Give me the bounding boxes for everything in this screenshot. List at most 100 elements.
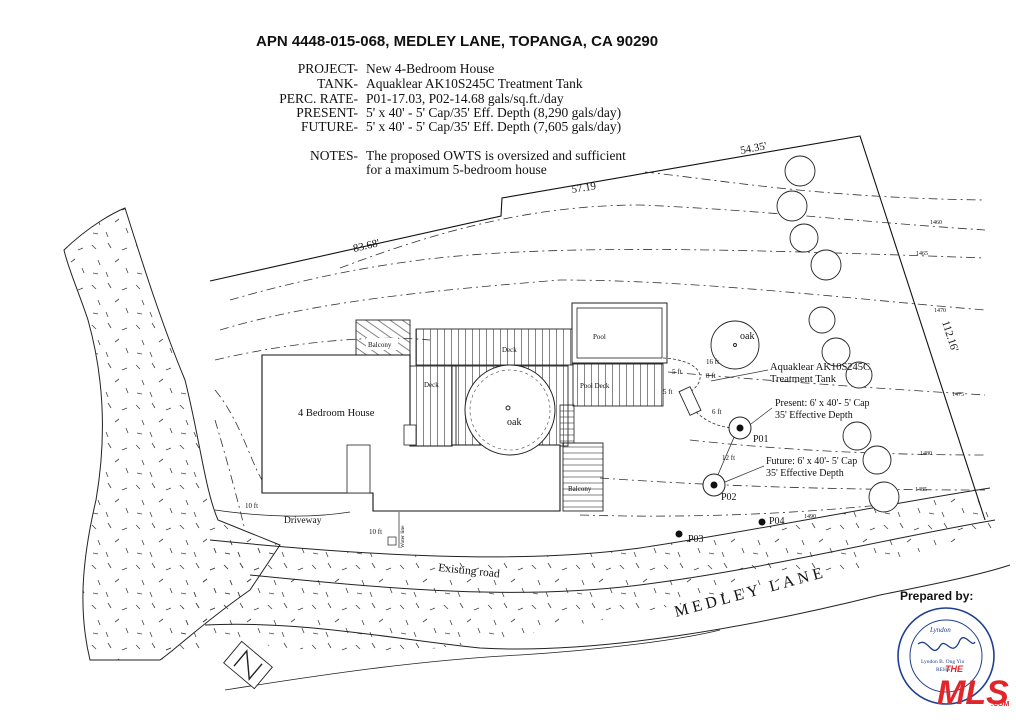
oak-tree-center — [464, 364, 556, 456]
boundary-label-top-right: 54.35' — [739, 140, 768, 157]
contour-label: 1480 — [920, 451, 932, 457]
pool-outer — [571, 302, 668, 364]
spec-label: PROJECT- — [297, 61, 358, 76]
stamp-title: REHS — [936, 667, 950, 673]
contour-line — [229, 249, 986, 301]
spec-value: Aquaklear AK10S245C Treatment Tank — [366, 76, 583, 91]
boundary-label-top-mid: 57.19 — [571, 180, 598, 196]
contour-label: 1490 — [804, 514, 816, 520]
dim-10ft-a: 10 ft — [245, 502, 258, 510]
seepage-pit-present-dot — [736, 424, 744, 432]
contour-line — [667, 371, 986, 396]
driveway-edge — [214, 509, 351, 517]
page-title: APN 4448-015-068, MEDLEY LANE, TOPANGA, … — [256, 33, 659, 50]
spec-value: P01-17.03, P02-14.68 gals/sq.ft./day — [366, 91, 564, 106]
mls-logo: THE MLS .COM — [937, 664, 1009, 712]
road-hatch-area — [160, 488, 995, 660]
spec-label: PRESENT- — [296, 105, 358, 120]
point-label-p02: P02 — [721, 492, 737, 503]
deck-top-label: Deck — [502, 346, 517, 354]
spec-future: FUTURE-5' x 40' - 5' Cap/35' Eff. Depth … — [250, 119, 621, 135]
oak-right-label: oak — [740, 331, 754, 342]
perc-point-p03 — [675, 530, 683, 538]
deck-left-label: Deck — [424, 381, 439, 389]
pipe-line — [662, 357, 701, 393]
seepage-pit-future-dot — [710, 481, 718, 489]
mls-logo-the: THE — [945, 664, 964, 674]
tree — [821, 337, 851, 367]
boundary-label-right: 112.16' — [939, 319, 960, 353]
tree — [808, 306, 836, 334]
house-label: 4 Bedroom House — [298, 408, 375, 419]
spec-present: PRESENT- 5' x 40' - 5' Cap/35' Eff. Depth… — [250, 105, 621, 121]
engineer-stamp: Lyndon Lyndon B. Ong Yiu REHS — [897, 607, 995, 705]
dim-8ft: 8 ft — [706, 372, 716, 380]
spec-value: New 4-Bedroom House — [366, 61, 495, 76]
leader-line — [750, 407, 773, 425]
dim-10ft-b: 10 ft — [369, 528, 382, 536]
point-label-p03: P03 — [688, 534, 704, 545]
tree — [842, 421, 872, 451]
pool-deck — [572, 363, 664, 407]
tank-label-line2: Treatment Tank — [770, 374, 837, 385]
point-label-p01: P01 — [753, 434, 769, 445]
contour-line — [219, 279, 986, 331]
treatment-tank — [678, 386, 702, 416]
future-pit-label-line2: 35' Effective Depth — [766, 468, 844, 479]
contour-line — [339, 204, 986, 269]
pool-deck-label: Pool Deck — [580, 382, 610, 390]
contour-line — [689, 439, 986, 456]
balcony-bottom — [562, 442, 604, 512]
tree — [845, 361, 873, 389]
tree-center — [505, 405, 511, 411]
tree — [868, 481, 900, 513]
spec-label: FUTURE- — [301, 119, 358, 134]
dim-5ft-b: 5 ft — [663, 388, 673, 396]
spec-perc-rate: PERC. RATE- P01-17.03, P02-14.68 gals/sq.… — [250, 91, 564, 107]
present-pit-label-line1: Present: 6' x 40'- 5' Cap — [775, 398, 870, 409]
road-edge-lower — [224, 629, 721, 691]
oak-center-label: oak — [507, 417, 521, 428]
spec-project: PROJECT- New 4-Bedroom House — [250, 61, 495, 77]
north-arrow — [223, 640, 273, 690]
future-pit-label-line1: Future: 6' x 40'- 5' Cap — [766, 456, 857, 467]
contour-label: 1460 — [930, 220, 942, 226]
road-edge-mid — [249, 519, 996, 593]
contour-line — [214, 389, 263, 481]
pool-label: Pool — [593, 333, 606, 341]
prepared-by-label: Prepared by: — [900, 589, 974, 603]
house-outline — [261, 354, 561, 512]
notes-label: NOTES- — [310, 148, 358, 163]
deck-left — [409, 365, 457, 447]
contour-line — [579, 504, 881, 517]
leader-line — [710, 369, 769, 382]
boundary-label-top-left: 83.68' — [352, 237, 381, 255]
balcony-top-label: Balcony — [368, 341, 392, 349]
chimney — [403, 424, 417, 446]
tree — [776, 190, 808, 222]
dim-12ft: 12 ft — [722, 454, 735, 462]
contour-label: 1485 — [915, 487, 927, 493]
stamp-signature: Lyndon — [929, 626, 951, 634]
point-label-p04: P04 — [769, 516, 785, 527]
stamp-name: Lyndon B. Ong Yiu — [921, 659, 964, 665]
dim-5ft-a: 5 ft — [672, 368, 682, 376]
oak-canopy-inner — [469, 369, 551, 451]
notes-line1: The proposed OWTS is oversized and suffi… — [366, 148, 626, 163]
perc-point-p04 — [758, 518, 766, 526]
driveway-label: Driveway — [284, 516, 322, 526]
spec-label: PERC. RATE- — [279, 91, 358, 106]
contour-label: 1475 — [952, 392, 964, 398]
spec-value: 5' x 40' - 5' Cap/35' Eff. Depth (8,290 … — [366, 105, 622, 120]
pool-inner — [576, 307, 663, 359]
road-edge-bottom — [204, 564, 1011, 650]
tank-label-line1: Aquaklear AK10S245C — [770, 362, 870, 373]
notes: NOTES- The proposed OWTS is oversized and… — [250, 148, 626, 164]
tree — [784, 155, 816, 187]
tree — [810, 249, 842, 281]
present-pit-label-line2: 35' Effective Depth — [775, 410, 853, 421]
spec-tank: TANK-Aquaklear AK10S245C Treatment Tank — [250, 76, 583, 92]
property-boundary — [209, 135, 986, 521]
mls-logo-mls: MLS — [937, 674, 1009, 712]
